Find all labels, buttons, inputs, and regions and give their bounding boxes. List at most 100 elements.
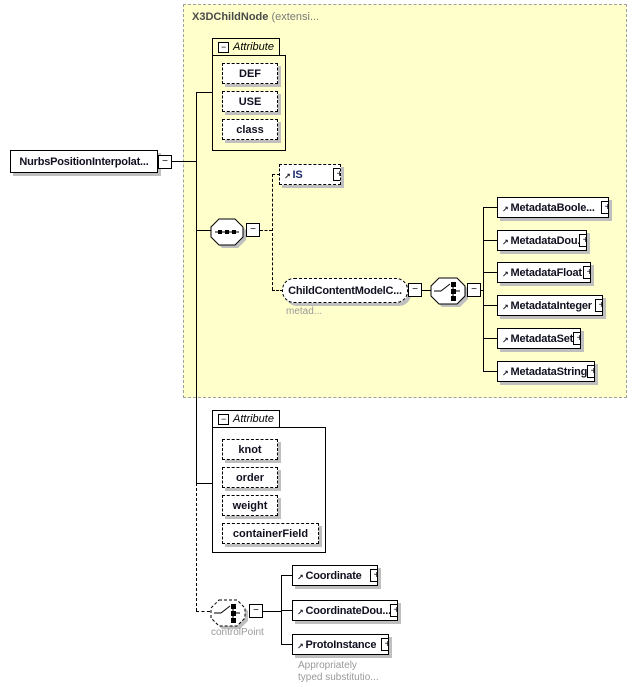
connector-attrgroup2 xyxy=(196,483,213,484)
element-reference-icon: ↗ xyxy=(502,369,509,379)
childcontentmodel-label: ChildContentModelC... xyxy=(288,284,402,297)
attribute-def[interactable]: DEF xyxy=(222,63,278,84)
connector-controlpoint-branch xyxy=(263,611,281,612)
element-reference-icon: ↗ xyxy=(502,336,509,346)
element-label: MetadataBoole... xyxy=(510,201,595,214)
attribute-use[interactable]: USE xyxy=(222,91,278,112)
root-element[interactable]: NurbsPositionInterpolat... xyxy=(10,150,158,173)
minus-icon: − xyxy=(162,156,168,167)
connector-optional-trunk xyxy=(196,483,197,611)
element-metadataboolean[interactable]: ↗ MetadataBoole... + xyxy=(497,197,609,218)
expand-button[interactable]: + xyxy=(587,365,594,378)
attribute-order-label: order xyxy=(235,471,265,484)
element-reference-icon: ↗ xyxy=(297,573,304,583)
minus-icon: − xyxy=(220,41,227,52)
plus-icon: + xyxy=(374,570,377,581)
choice-collapse-button[interactable]: − xyxy=(467,283,481,297)
childcontentmodel-group[interactable]: ChildContentModelC... xyxy=(282,278,408,303)
plus-icon: + xyxy=(385,639,388,650)
is-expand-button[interactable]: + xyxy=(333,168,340,181)
connector-metadata-4 xyxy=(483,305,497,306)
minus-icon: − xyxy=(471,284,477,295)
minus-icon: − xyxy=(220,413,227,424)
is-element[interactable]: ↗ IS + xyxy=(279,164,341,185)
substitution-note: Appropriately typed substitutio... xyxy=(298,660,379,684)
plus-icon: + xyxy=(337,169,340,180)
element-label: MetadataString xyxy=(510,365,588,378)
substitution-note-line1: Appropriately xyxy=(298,660,357,671)
minus-icon: − xyxy=(253,605,259,616)
attribute-weight[interactable]: weight xyxy=(222,495,278,516)
element-reference-icon: ↗ xyxy=(297,642,304,652)
minus-icon: − xyxy=(412,284,418,295)
expand-button[interactable]: + xyxy=(601,201,608,214)
connector-coordinatedouble xyxy=(281,610,292,611)
element-metadataset[interactable]: ↗ MetadataSet + xyxy=(497,328,581,349)
element-coordinatedouble[interactable]: ↗ CoordinateDou... + xyxy=(292,600,398,621)
expand-button[interactable]: + xyxy=(370,569,377,582)
attribute-order[interactable]: order xyxy=(222,467,278,488)
element-label: Coordinate xyxy=(305,569,362,582)
element-coordinate[interactable]: ↗ Coordinate + xyxy=(292,565,378,586)
expand-button[interactable]: + xyxy=(381,638,388,651)
element-reference-icon: ↗ xyxy=(502,205,509,215)
element-label: ProtoInstance xyxy=(305,638,377,651)
collapse-icon[interactable]: − xyxy=(218,41,229,53)
connector-childcontent xyxy=(272,290,283,291)
attribute-knot-label: knot xyxy=(238,443,262,456)
element-metadatastring[interactable]: ↗ MetadataString + xyxy=(497,361,595,382)
element-metadatadouble[interactable]: ↗ MetadataDou... + xyxy=(497,230,587,251)
controlpoint-caption: controlPoint xyxy=(211,627,264,638)
choice-icon[interactable] xyxy=(425,274,473,310)
element-metadatainteger[interactable]: ↗ MetadataInteger + xyxy=(497,295,603,316)
attribute-weight-label: weight xyxy=(232,499,268,512)
attribute-class-label: class xyxy=(236,123,264,136)
childcontentmodel-collapse-button[interactable]: − xyxy=(408,283,422,297)
expand-button[interactable]: + xyxy=(595,299,602,312)
connector-is xyxy=(272,174,280,175)
attribute-group-2-tab[interactable]: − Attribute xyxy=(212,410,280,428)
element-metadatafloat[interactable]: ↗ MetadataFloat + xyxy=(497,262,591,283)
attribute-def-label: DEF xyxy=(239,67,261,80)
element-reference-icon: ↗ xyxy=(502,270,509,280)
attribute-use-label: USE xyxy=(238,95,262,108)
connector-metadata-3 xyxy=(483,272,497,273)
sequence-collapse-button[interactable]: − xyxy=(246,223,260,237)
plus-icon: + xyxy=(394,605,397,616)
connector-sequence-children xyxy=(260,230,272,231)
connector-metadata-5 xyxy=(483,338,497,339)
plus-icon: + xyxy=(605,202,608,213)
attribute-group-1-title: Attribute xyxy=(233,41,274,53)
element-label: MetadataSet xyxy=(510,332,574,345)
connector-metadata-branch xyxy=(483,207,484,372)
expand-button[interactable]: + xyxy=(390,604,397,617)
is-element-label: IS xyxy=(292,168,303,181)
connector-attrgroup1 xyxy=(196,92,213,93)
attribute-knot[interactable]: knot xyxy=(222,439,278,460)
connector-sequence-branch xyxy=(272,174,273,290)
attribute-containerfield[interactable]: containerField xyxy=(222,523,319,544)
controlpoint-collapse-button[interactable]: − xyxy=(249,604,263,618)
attribute-group-2-title: Attribute xyxy=(233,413,274,425)
childcontentmodel-caption: metad... xyxy=(286,306,323,317)
attribute-class[interactable]: class xyxy=(222,119,278,140)
element-protoinstance[interactable]: ↗ ProtoInstance + xyxy=(292,634,389,655)
connector-metadata-6 xyxy=(483,371,497,372)
connector-sequence xyxy=(196,230,212,231)
element-label: MetadataDou... xyxy=(510,234,586,247)
controlpoint-choice-icon[interactable] xyxy=(205,596,253,632)
extension-group-subtitle: (extensi... xyxy=(268,11,320,23)
element-reference-icon: ↗ xyxy=(502,238,509,248)
root-collapse-button[interactable]: − xyxy=(158,155,172,169)
sequence-icon[interactable] xyxy=(205,215,251,251)
expand-button[interactable]: + xyxy=(583,266,590,279)
attribute-group-1-tab[interactable]: − Attribute xyxy=(212,38,280,56)
collapse-icon[interactable]: − xyxy=(218,413,229,425)
connector-coordinate xyxy=(281,575,292,576)
attribute-containerfield-label: containerField xyxy=(232,527,309,540)
root-element-label: NurbsPositionInterpolat... xyxy=(19,155,149,168)
plus-icon: + xyxy=(583,235,586,246)
expand-button[interactable]: + xyxy=(579,234,586,247)
expand-button[interactable]: + xyxy=(573,332,580,345)
